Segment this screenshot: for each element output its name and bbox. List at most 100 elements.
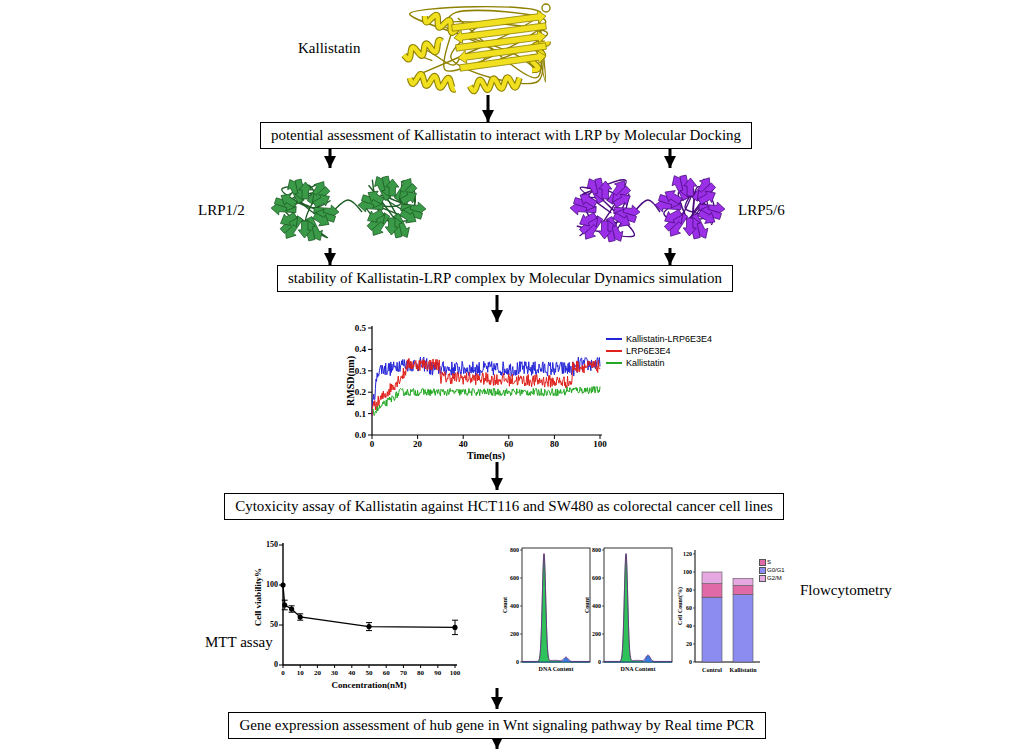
mtt-chart: [366, 630, 372, 631]
kallistatin-structure: [404, 40, 442, 59]
axis-tick: 120: [683, 551, 692, 557]
axis-tick: 0: [689, 659, 692, 665]
mtt-chart: [420, 665, 421, 668]
cell-cycle-bars: [693, 590, 695, 591]
flow-arrow: [329, 149, 332, 168]
dna-histogram: [604, 548, 672, 662]
axis-tick: 60: [504, 440, 513, 449]
kallistatin-structure: [404, 4, 550, 91]
node-text: stability of Kallistatin-LRP complex by …: [288, 269, 722, 288]
dna-histogram: [602, 634, 604, 635]
lrp56-structure: [580, 213, 597, 226]
cell-cycle-bars: [693, 550, 760, 662]
protein-figure: LRP5/6: [548, 168, 808, 248]
rmsd-chart: [417, 435, 418, 439]
axis-tick: 400: [592, 603, 601, 609]
mtt-chart: [369, 665, 370, 668]
axis-tick: 0.4: [355, 345, 366, 354]
legend-text: G2/M: [767, 575, 782, 581]
rmsd-chart: [368, 392, 372, 393]
legend-swatch: [760, 560, 765, 565]
category-label: Control: [702, 667, 722, 673]
mtt-chart: [289, 612, 295, 613]
rmsd-chart: [372, 434, 602, 435]
cell-cycle-bars: [693, 626, 695, 627]
lrp12-structure: [368, 210, 384, 223]
kallistatin-structure: [470, 77, 519, 91]
cell-cycle-bars: [693, 662, 695, 663]
axis-tick: 800: [592, 547, 601, 553]
rmsd-chart: [372, 435, 373, 439]
axis-title: Time(ns): [467, 451, 505, 461]
dna-histogram: [520, 634, 522, 635]
mtt-chart: [297, 613, 303, 614]
axis-tick: 0.2: [355, 388, 366, 397]
dna-histogram: [522, 554, 590, 662]
axis-tick: 60: [383, 670, 390, 677]
category-label: Kallistatin: [729, 667, 756, 673]
lrp12-structure: [271, 176, 426, 241]
mtt-chart: [282, 602, 287, 607]
kallistatin-structure: [410, 74, 455, 89]
cell-cycle-bars: [733, 586, 753, 595]
rmsd-chart: [368, 326, 602, 439]
kallistatin-structure: [460, 51, 546, 71]
axis-tick: 10: [297, 670, 304, 677]
protein-figure: Kallistatin: [290, 2, 560, 95]
flow-arrow: [496, 462, 499, 490]
axis-tick: 0.1: [355, 409, 366, 418]
axis-tick: 400: [510, 603, 519, 609]
lrp56-structure: [665, 210, 682, 223]
rmsd-chart: [372, 357, 600, 416]
axis-tick: 100: [683, 569, 692, 575]
legend-text: Kallistatin: [626, 359, 665, 368]
axis-tick: 100: [450, 670, 461, 677]
cell-cycle-bars: [693, 572, 695, 573]
dna-histogram: [520, 548, 590, 662]
cell-cycle-bars: [733, 595, 753, 663]
axis-tick: 600: [592, 575, 601, 581]
panel-label: MTT assay: [205, 635, 273, 650]
rmsd-chart: [372, 386, 600, 415]
node-text: LRP5/6: [738, 202, 785, 219]
node-text: Kallistatin: [298, 40, 361, 57]
lrp12-structure: [281, 213, 297, 226]
mtt-chart: [452, 634, 458, 635]
node-text: Gene expression assessment of hub gene i…: [239, 716, 754, 735]
dna-histogram: [604, 554, 672, 662]
flow-arrow: [487, 95, 490, 122]
flow-arrow: [669, 248, 672, 265]
mtt-chart: [366, 622, 372, 623]
axis-tick: 20: [314, 670, 321, 677]
protein-figure: LRP1/2: [192, 168, 435, 248]
node-text: LRP1/2: [198, 202, 245, 219]
mtt-chart: [300, 665, 301, 668]
axis-title: DNA Content: [621, 666, 656, 672]
mtt-chart: [280, 582, 285, 587]
mtt-chart: [386, 665, 387, 668]
mtt-chart: [334, 665, 335, 668]
lrp56-structure: [698, 191, 715, 204]
dna-histogram: [522, 548, 590, 662]
axis-tick: 600: [510, 575, 519, 581]
cell-cycle-bars: [702, 584, 722, 598]
process-box: potential assessment of Kallistatin to i…: [260, 122, 752, 149]
mtt-chart: [283, 585, 455, 627]
kallistatin-structure: [410, 74, 455, 89]
dna-histogram: [602, 606, 604, 607]
mtt-chart: [317, 665, 318, 668]
mtt-chart: [351, 665, 352, 668]
mtt-chart: [452, 625, 457, 630]
flow-arrow: [496, 295, 499, 322]
mtt-chart: [297, 620, 303, 621]
axis-tick: 30: [331, 670, 338, 677]
axis-tick: 40: [348, 670, 355, 677]
lrp12-structure: [313, 195, 329, 208]
legend-swatch: [760, 568, 765, 573]
dna-histogram: [602, 578, 604, 579]
mtt-chart: [289, 605, 295, 606]
legend-swatch: [606, 362, 622, 364]
legend-swatch: [760, 576, 765, 581]
mtt-chart: [279, 545, 283, 546]
